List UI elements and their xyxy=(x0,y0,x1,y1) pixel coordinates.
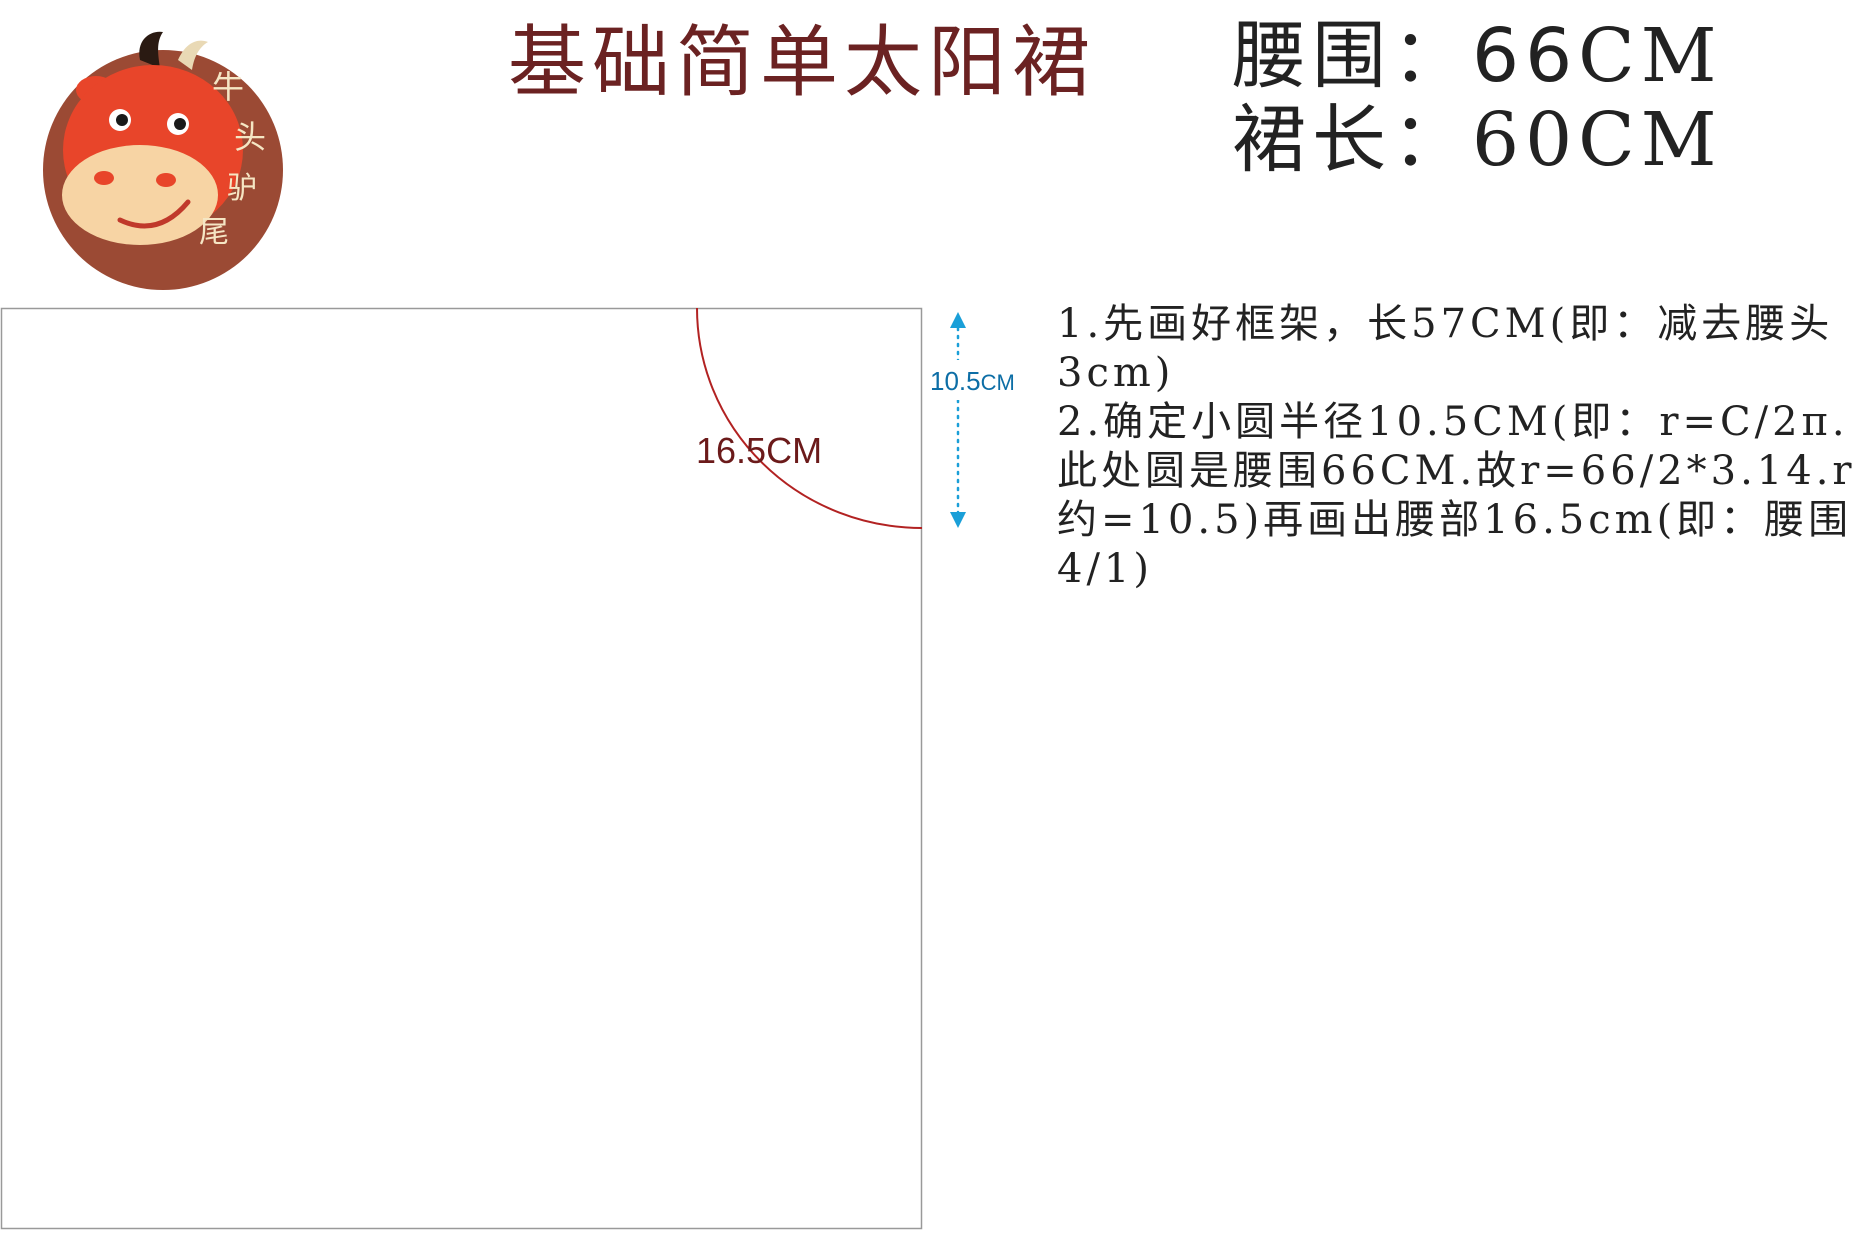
radius-label: 10.5CM xyxy=(930,366,1015,396)
logo-text-char: 驴 xyxy=(227,171,257,206)
measurement-value: 66 xyxy=(1472,13,1579,99)
page-title: 基础简单太阳裙 xyxy=(508,18,1097,108)
measurement-label: 裙长： xyxy=(1232,97,1472,183)
logo-text-char: 牛 xyxy=(212,68,244,106)
instruction-step: 1.先画好框架，长57CM(即：减去腰头3cm) xyxy=(1057,301,1834,396)
horn-icon xyxy=(178,40,208,70)
brand-logo: 牛 头 驴 尾 xyxy=(43,31,283,290)
waist-measurement: 腰围： 66 CM xyxy=(1232,14,1723,98)
measurement-value: 60 xyxy=(1472,97,1579,183)
cow-muzzle-icon xyxy=(62,145,218,245)
radius-unit: CM xyxy=(981,370,1015,395)
horn-icon xyxy=(139,31,163,68)
measurement-unit: CM xyxy=(1578,13,1723,99)
instruction-step: 2.确定小圆半径10.5CM(即：r=C/2π.此处圆是腰围66CM.故r=66… xyxy=(1057,399,1856,592)
arrow-up-icon xyxy=(950,312,966,328)
measurement-label: 腰围： xyxy=(1232,13,1472,99)
cow-smile-icon xyxy=(117,199,191,229)
pattern-diagram: 16.5CM 10.5CM xyxy=(0,307,1035,1230)
measurement-unit: CM xyxy=(1578,97,1723,183)
radius-value: 10.5 xyxy=(930,366,981,396)
pattern-frame xyxy=(0,307,923,1230)
arc-length-label: 16.5CM xyxy=(696,430,822,471)
skirt-length-measurement: 裙长： 60 CM xyxy=(1232,98,1723,182)
arrow-down-icon xyxy=(950,512,966,528)
logo-text-char: 头 xyxy=(234,118,266,156)
cow-nostril-icon xyxy=(156,173,176,187)
instructions: 1.先画好框架，长57CM(即：减去腰头3cm) 2.确定小圆半径10.5CM(… xyxy=(1057,300,1857,594)
measurements: 腰围： 66 CM 裙长： 60 CM xyxy=(1232,14,1723,182)
cow-nostril-icon xyxy=(94,171,114,185)
waist-arc xyxy=(696,307,923,529)
logo-text-char: 尾 xyxy=(199,215,229,250)
